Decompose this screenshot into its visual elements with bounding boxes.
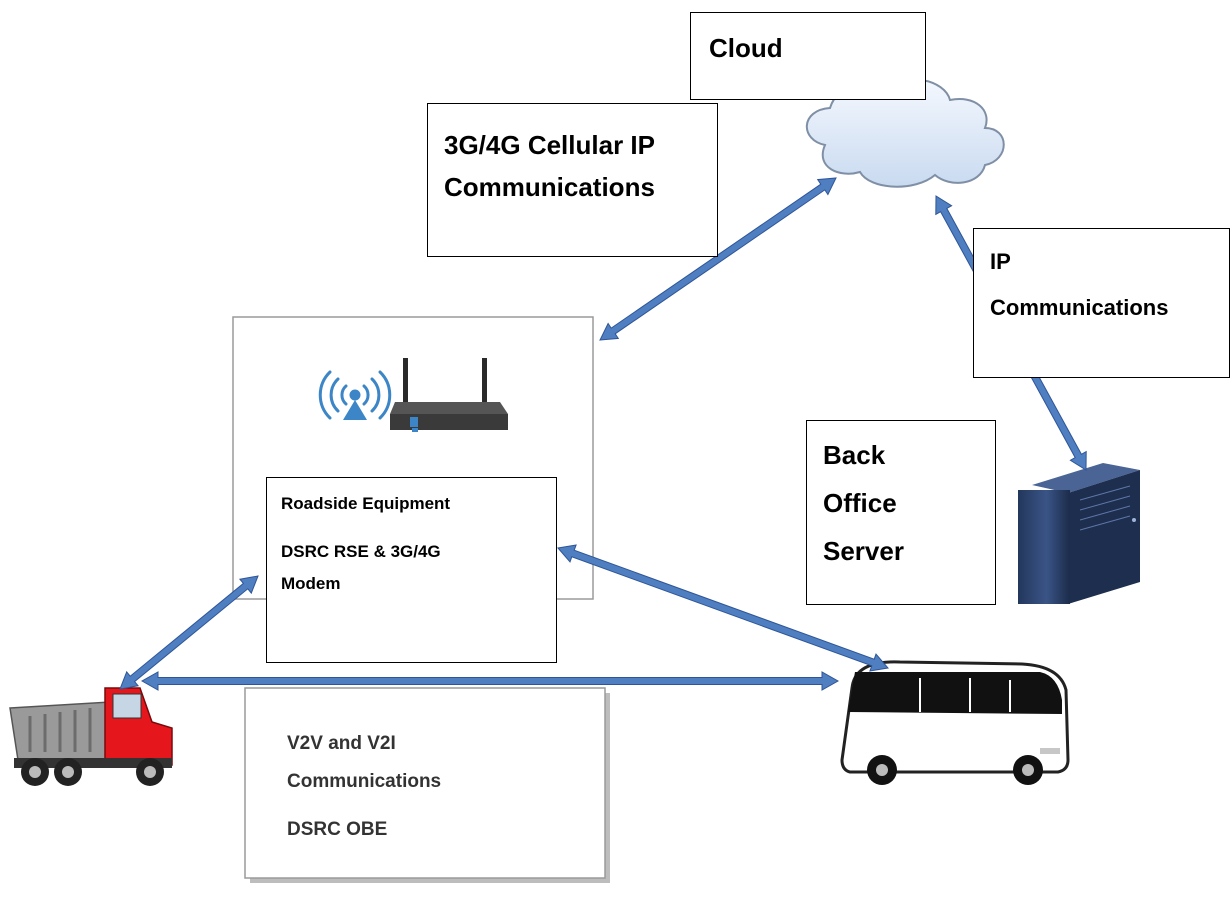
dump-truck-icon (9, 687, 173, 786)
cellular-label-line1: 3G/4G Cellular IP (444, 130, 655, 160)
cloud-label: Cloud (709, 33, 783, 63)
cloud-label-box: Cloud (690, 12, 926, 100)
ip-label-box: IP Communications (973, 228, 1230, 378)
v2v-label-group: V2V and V2I Communications DSRC OBE (287, 733, 441, 841)
v2v-label-line3: DSRC OBE (287, 819, 388, 840)
rse-label-line2: DSRC RSE & 3G/4G (281, 542, 441, 561)
v2v-label-line2: Communications (287, 771, 442, 792)
ip-label-line2: Communications (990, 295, 1169, 320)
roadside-equipment-label-box: Roadside Equipment DSRC RSE & 3G/4G Mode… (266, 477, 557, 663)
router-icon (390, 358, 508, 432)
rse-label-line1: Roadside Equipment (281, 494, 451, 513)
cellular-label-line2: Communications (444, 172, 655, 202)
back-office-line2: Office (823, 488, 897, 518)
v2v-label-line1: V2V and V2I (287, 733, 396, 754)
rse-label-line3: Modem (281, 574, 341, 593)
v2v-frame (244, 687, 606, 879)
back-office-line1: Back (823, 440, 886, 470)
arrow-cloud-to-rse (599, 177, 837, 341)
bus-icon (840, 660, 1070, 785)
arrow-truck-to-bus (140, 671, 840, 691)
ip-label-line1: IP (990, 249, 1011, 274)
cellular-label-box: 3G/4G Cellular IP Communications (427, 103, 718, 257)
arrow-rse-to-bus (557, 544, 889, 672)
back-office-line3: Server (823, 536, 904, 566)
server-icon (1018, 463, 1140, 604)
antenna-icon (318, 370, 392, 420)
arrow-rse-to-truck (119, 575, 259, 690)
back-office-label-box: Back Office Server (806, 420, 996, 605)
